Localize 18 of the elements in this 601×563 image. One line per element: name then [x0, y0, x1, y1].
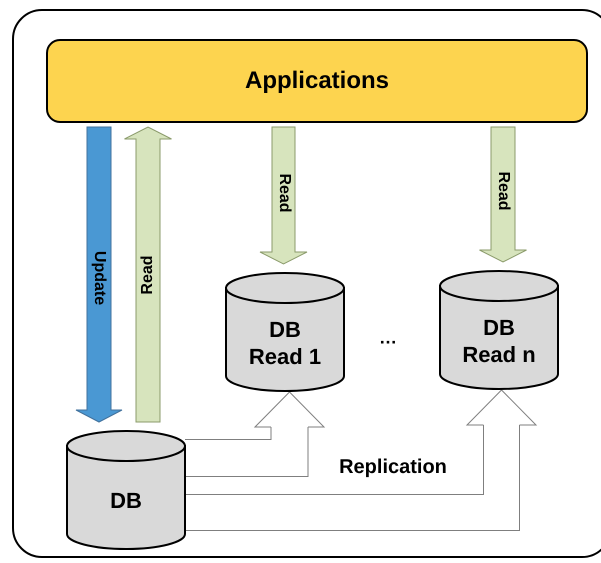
database-cylinder	[439, 270, 559, 390]
block-arrow	[76, 126, 122, 423]
edge-label: Read	[140, 255, 156, 295]
edge-label: Read	[276, 173, 292, 213]
block-arrow	[260, 126, 308, 265]
database-cylinder	[66, 430, 186, 550]
application-box: Applications	[46, 39, 588, 123]
container-frame	[12, 9, 601, 558]
block-arrow	[124, 126, 172, 422]
block-arrow	[479, 126, 527, 263]
ellipsis-label: …	[379, 326, 397, 350]
database-cylinder	[225, 272, 345, 392]
edge-label: Read	[495, 171, 511, 211]
replication-label: Replication	[339, 455, 447, 480]
node-label: DB Read n	[461, 314, 537, 368]
edge-label: Update	[91, 250, 107, 306]
node-label: DB Read 1	[248, 316, 322, 370]
node-label: DB	[110, 487, 142, 515]
